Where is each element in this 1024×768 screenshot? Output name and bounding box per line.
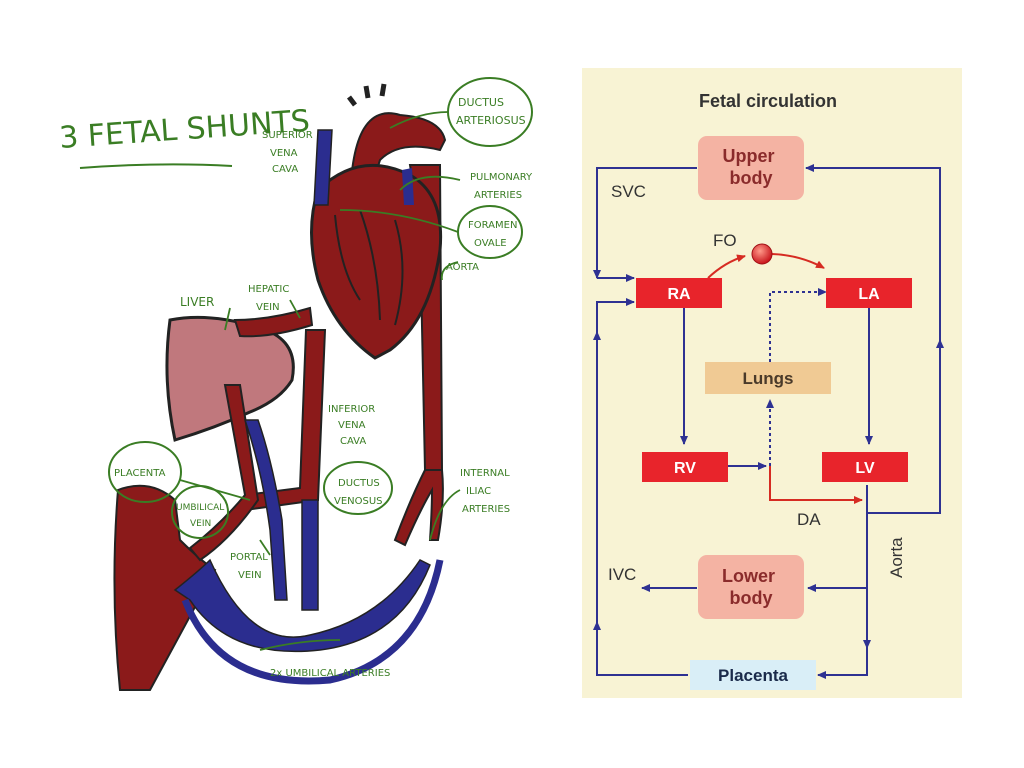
diagram-title: Fetal circulation — [699, 91, 837, 111]
svg-text:LA: LA — [858, 286, 880, 303]
label-portal-vein: PORTAL VEIN — [230, 552, 271, 581]
label-aorta: Aorta — [887, 537, 906, 578]
label-svc: SUPERIOR VENA CAVA — [262, 130, 316, 175]
label-placenta-sketch: PLACENTA — [114, 468, 166, 479]
label-umbilical-arteries: 2x UMBILICAL ARTERIES — [270, 668, 390, 679]
label-ductus-arteriosus: DUCTUS ARTERIOSUS — [456, 96, 526, 127]
iliac-arteries — [393, 469, 444, 547]
svg-text:RA: RA — [667, 286, 691, 303]
label-foramen-ovale: FORAMEN OVALE — [468, 220, 521, 249]
heart-chambers — [334, 209, 404, 326]
annotation-lines — [179, 111, 461, 651]
umbilical-arteries-vessel-outer — [181, 559, 444, 685]
label-ivc-sketch: INFERIOR VENA CAVA — [328, 404, 378, 447]
label-svc: SVC — [611, 182, 646, 201]
title-underline — [79, 163, 233, 169]
red-shunt-lines — [707, 253, 863, 504]
label-aorta-sketch: AORTA — [446, 262, 479, 273]
umbilical-arteries-vessel — [173, 558, 431, 653]
arch-branches — [347, 83, 387, 107]
label-liver: LIVER — [180, 295, 214, 309]
box-lower-body: Lower body — [698, 555, 804, 619]
box-ra: RA — [636, 278, 722, 308]
label-ivc: IVC — [608, 565, 636, 584]
box-lv: LV — [822, 452, 908, 482]
pulmonary-blue — [402, 168, 414, 205]
label-hepatic-vein: HEPATIC VEIN — [248, 284, 293, 313]
svg-text:Placenta: Placenta — [718, 666, 788, 685]
portal-vein-vessel — [243, 419, 288, 601]
label-fo: FO — [713, 231, 737, 250]
lower-blue-vessel — [301, 499, 319, 611]
svg-text:Upper body: Upper body — [722, 146, 779, 188]
placenta-circle — [108, 441, 182, 503]
box-rv: RV — [642, 452, 728, 482]
box-placenta: Placenta — [690, 660, 816, 690]
label-internal-iliac: INTERNAL ILIAC ARTERIES — [460, 468, 513, 515]
svg-text:LV: LV — [855, 460, 875, 477]
svg-text:RV: RV — [674, 460, 696, 477]
navy-flow-lines — [593, 164, 944, 679]
label-pulmonary-arteries: PULMONARY ARTERIES — [470, 172, 535, 201]
box-upper-body: Upper body — [698, 136, 804, 200]
hepatic-vein — [233, 306, 314, 338]
pulmonary-dotted-lines — [766, 288, 827, 466]
svg-text:Lungs: Lungs — [743, 369, 794, 388]
svc-vessel — [313, 129, 333, 206]
ductus-venosus-circle — [323, 461, 393, 515]
svg-text:Lower body: Lower body — [722, 566, 780, 608]
box-lungs: Lungs — [705, 362, 831, 394]
label-umbilical-vein: UMBILICAL VEIN — [176, 503, 227, 529]
label-da: DA — [797, 510, 821, 529]
label-ductus-venosus: DUCTUS VENOSUS — [334, 478, 383, 507]
heart — [310, 163, 443, 360]
foramen-ovale-ball — [751, 243, 773, 265]
fetal-shunts-sketch: 3 FETAL SHUNTS SUPERIOR VENA CAVA DUCTUS… — [58, 77, 535, 691]
box-la: LA — [826, 278, 912, 308]
umbilical-vein-vessel — [188, 384, 260, 562]
